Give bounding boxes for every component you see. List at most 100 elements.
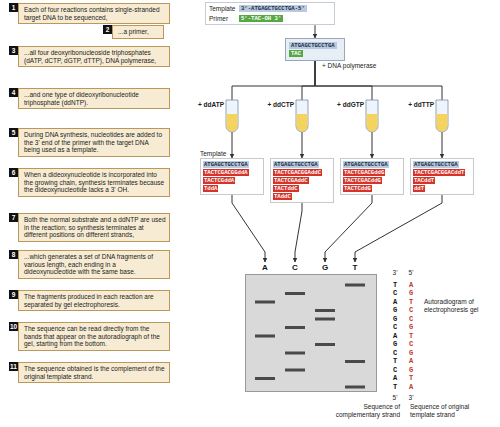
step-box: 9The fragments produced in each reaction… [18,290,170,311]
dna-fragment: TAddC [273,193,292,200]
step-box: 4...and one type of dideoxyribonucleotid… [18,88,170,109]
strand-label: Primer [209,15,228,23]
reagent-label: + ddGTP [328,101,364,109]
tube-liquid [437,114,448,132]
template-strand: ATGAGCTGCCTGA [203,161,249,168]
flow-arrow [315,61,442,158]
flow-arrow [295,203,302,262]
electrophoresis-gel: ACGT [245,262,377,392]
strand-end: 3' [406,394,416,402]
tube-liquid [227,114,238,132]
dna-sequence: 5'-TAC-OH 3' [239,15,283,22]
flow-arrow [315,25,316,38]
gel-band [345,360,365,363]
lane-letter: T [349,263,361,273]
step-number: 5 [9,128,18,137]
step-box: 3...all four deoxyribonucleoside triphos… [18,46,170,67]
step-box: 8...which generates a set of DNA fragmen… [18,250,170,279]
reagent-label: + ddATP [188,101,224,109]
step-number: 7 [9,213,18,222]
reagent-label: + ddCTP [258,101,294,109]
dna-sequence: TAC [289,50,303,57]
step-box: 2...a primer, [112,25,164,39]
strand-end: 5' [390,394,400,402]
dna-fragment: TddA [203,185,218,192]
gel-band [255,301,275,304]
dna-fragment: TACTddC [273,185,299,192]
step-number: 9 [9,290,18,299]
fragment-set: ATGAGCTGCCTGATACTCGACGddGTACTCGACddGTACT… [340,158,404,195]
tube-liquid [367,114,378,132]
dna-fragment: TACddT [413,177,435,184]
reaction-tube [226,100,238,132]
flow-arrow [355,195,442,262]
gel-band [345,284,365,287]
gel-band [345,386,365,389]
dna-fragment: TACTCGAddC [273,177,309,184]
dna-sequence: ATGAGCTGCCTGA [289,42,337,49]
dna-fragment: TACTCGACGGddA [203,169,249,176]
column-caption: Sequence of complementary strand [318,403,400,418]
lane-letter: G [319,263,331,273]
flow-arrow [302,61,315,158]
strand-label: Template [200,150,250,158]
flow-arrow [232,61,315,158]
step-number: 4 [9,88,18,97]
dna-fragment: TACTCGACGGACddT [413,169,465,176]
reaction-tube [366,100,378,132]
step-number: 11 [9,362,18,371]
step-text: ...and one type of dideoxyribonucleotide… [24,91,166,106]
reagent-label: + ddTTP [398,101,434,109]
reaction-tube [436,100,448,132]
step-text: The sequence can be read directly from t… [24,325,166,348]
template-strand: ATGAGCTGCCTGA [413,161,459,168]
dna-sequence: 3'-ATGAGCTGCCTGA-5' [239,5,307,12]
reagent-label: + DNA polymerase [322,62,394,70]
tube-liquid [297,114,308,132]
step-number: 10 [9,322,18,331]
reaction-tube [296,100,308,132]
gel-band [285,292,305,295]
fragment-set: ATGAGCTGCCTGATACTCGACGGACddTTACddTddT [410,158,474,195]
step-box: 6When a dideoxynucleotide is incorporate… [18,168,170,197]
step-number: 6 [9,168,18,177]
dna-fragment: ddT [413,185,425,192]
dna-fragment: TACTCGddA [203,177,235,184]
dna-fragment: TACTCddG [343,185,372,192]
strand-label: Template [209,5,235,13]
column-caption: Sequence of original template strand [410,403,494,418]
gel-bands [255,284,365,389]
flow-arrow [232,195,265,262]
lane-letter: C [289,263,301,273]
dna-fragment: TACTCGACGddG [343,169,385,176]
step-text: The fragments produced in each reaction … [24,293,166,308]
sequence-column: AGTCCGTCGAGTA [408,281,414,392]
gel-slab [245,274,377,392]
template-strand: ATGAGCTGCCTGA [343,161,389,168]
gel-caption: Autoradiogram of electrophoresis gel [424,298,494,313]
flow-arrow [315,61,372,158]
flow-arrow [325,195,372,262]
step-box: 11The sequence obtained is the complemen… [18,362,170,383]
dna-fragment: TACTCGACGGAddC [273,169,322,176]
gel-band [255,377,275,380]
step-number: 2 [103,25,112,34]
step-text: During DNA synthesis, nucleotides are ad… [24,131,166,154]
strand-end: 3' [390,269,400,277]
lane-row: ACGT [245,262,377,274]
gel-band [315,343,335,346]
step-box: 10The sequence can be read directly from… [18,322,170,351]
reaction-tubes [226,100,448,132]
fragment-set: ATGAGCTGCCTGATACTCGACGGddATACTCGddATddA [200,158,264,195]
step-text: When a dideoxynucleotide is incorporated… [24,171,166,194]
gel-band [315,318,335,321]
strand-end: 5' [406,269,416,277]
gel-band [285,326,305,329]
step-number: 8 [9,250,18,259]
lane-letter: A [259,263,271,273]
step-text: Each of four reactions contains single-s… [24,6,166,21]
step-box: 7Both the normal substrate and a ddNTP a… [18,213,170,242]
gel-band [315,309,335,312]
